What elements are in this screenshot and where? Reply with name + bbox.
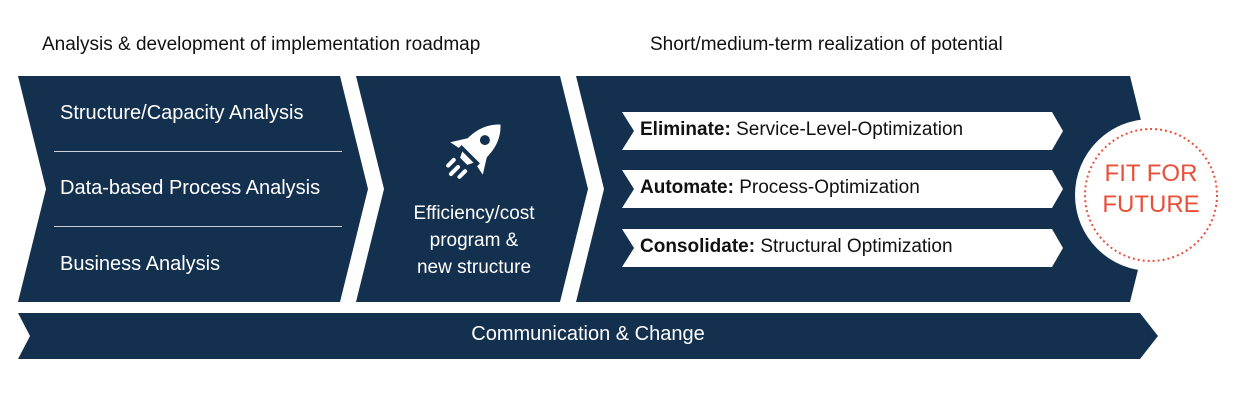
optimization-arrow-1 — [622, 170, 1063, 208]
optimization-label: Eliminate: — [640, 119, 731, 140]
goal-circle — [1084, 128, 1218, 262]
communication-label: Communication & Change — [471, 323, 705, 345]
program-chevron — [356, 76, 588, 302]
optimization-label: Automate: — [640, 177, 734, 198]
rocket-icon — [446, 124, 501, 179]
program-line-1: Efficiency/cost — [413, 203, 535, 224]
optimization-consolidate: Consolidate: Structural Optimization — [640, 236, 953, 258]
analysis-item-business: Business Analysis — [60, 253, 221, 275]
communication-bar — [18, 313, 1158, 359]
analysis-heading: Analysis & development of implementation… — [42, 34, 481, 55]
analysis-chevron — [18, 76, 368, 302]
program-line-3: new structure — [416, 257, 532, 278]
optimization-eliminate: Eliminate: Service-Level-Optimization — [640, 119, 963, 141]
divider — [54, 226, 342, 227]
optimization-text: Structural Optimization — [755, 236, 953, 257]
optimization-arrow-0 — [622, 112, 1063, 150]
realization-heading: Short/medium-term realization of potenti… — [650, 34, 1003, 55]
optimization-text: Service-Level-Optimization — [730, 119, 964, 140]
analysis-item-structure: Structure/Capacity Analysis — [60, 102, 304, 124]
program-label: Efficiency/cost program & new structure — [392, 200, 556, 281]
goal-line-2: FUTURE — [1102, 191, 1200, 218]
analysis-item-process: Data-based Process Analysis — [60, 177, 321, 199]
optimization-automate: Automate: Process-Optimization — [640, 177, 920, 199]
goal-label: FIT FOR FUTURE — [1083, 158, 1219, 220]
goal-line-1: FIT FOR — [1104, 160, 1198, 187]
optimization-arrow-2 — [622, 229, 1063, 267]
optimization-text: Process-Optimization — [733, 177, 920, 198]
program-line-2: program & — [429, 230, 519, 251]
divider — [54, 151, 342, 152]
optimization-label: Consolidate: — [640, 236, 756, 257]
